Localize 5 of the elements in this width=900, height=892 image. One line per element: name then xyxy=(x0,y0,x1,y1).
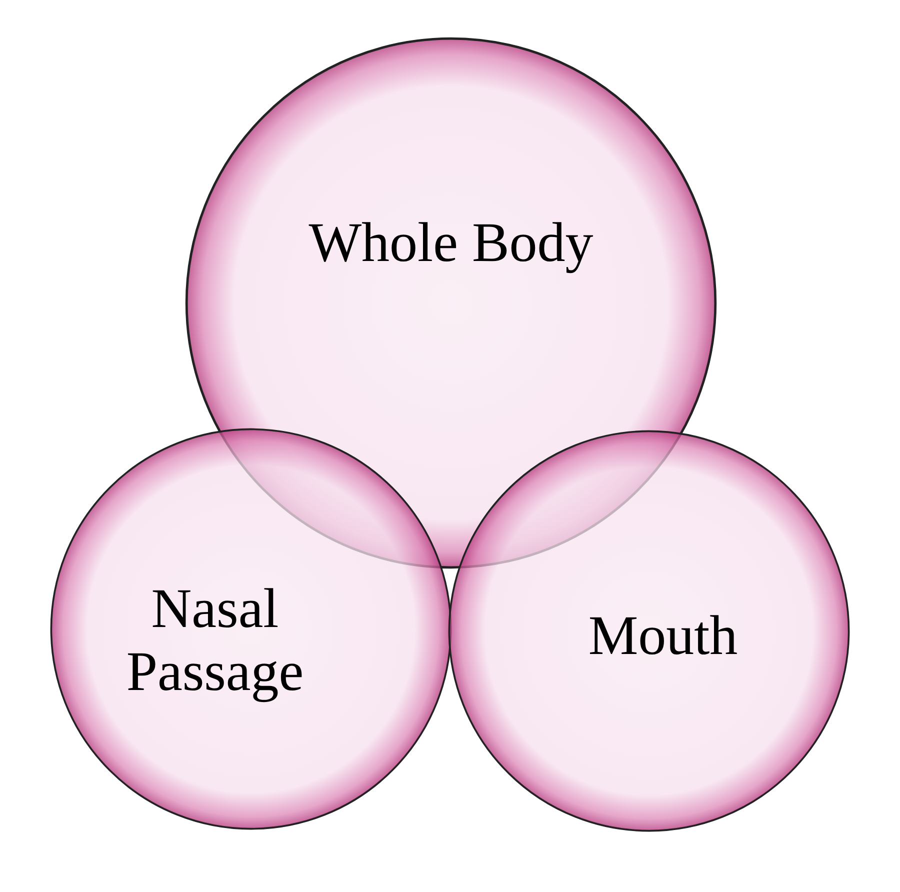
venn-circle xyxy=(50,428,452,830)
venn-circle xyxy=(448,430,850,832)
circle-label: Nasal Passage xyxy=(125,578,305,704)
circle-label: Whole Body xyxy=(308,212,594,275)
circle-label: Mouth xyxy=(587,605,739,668)
